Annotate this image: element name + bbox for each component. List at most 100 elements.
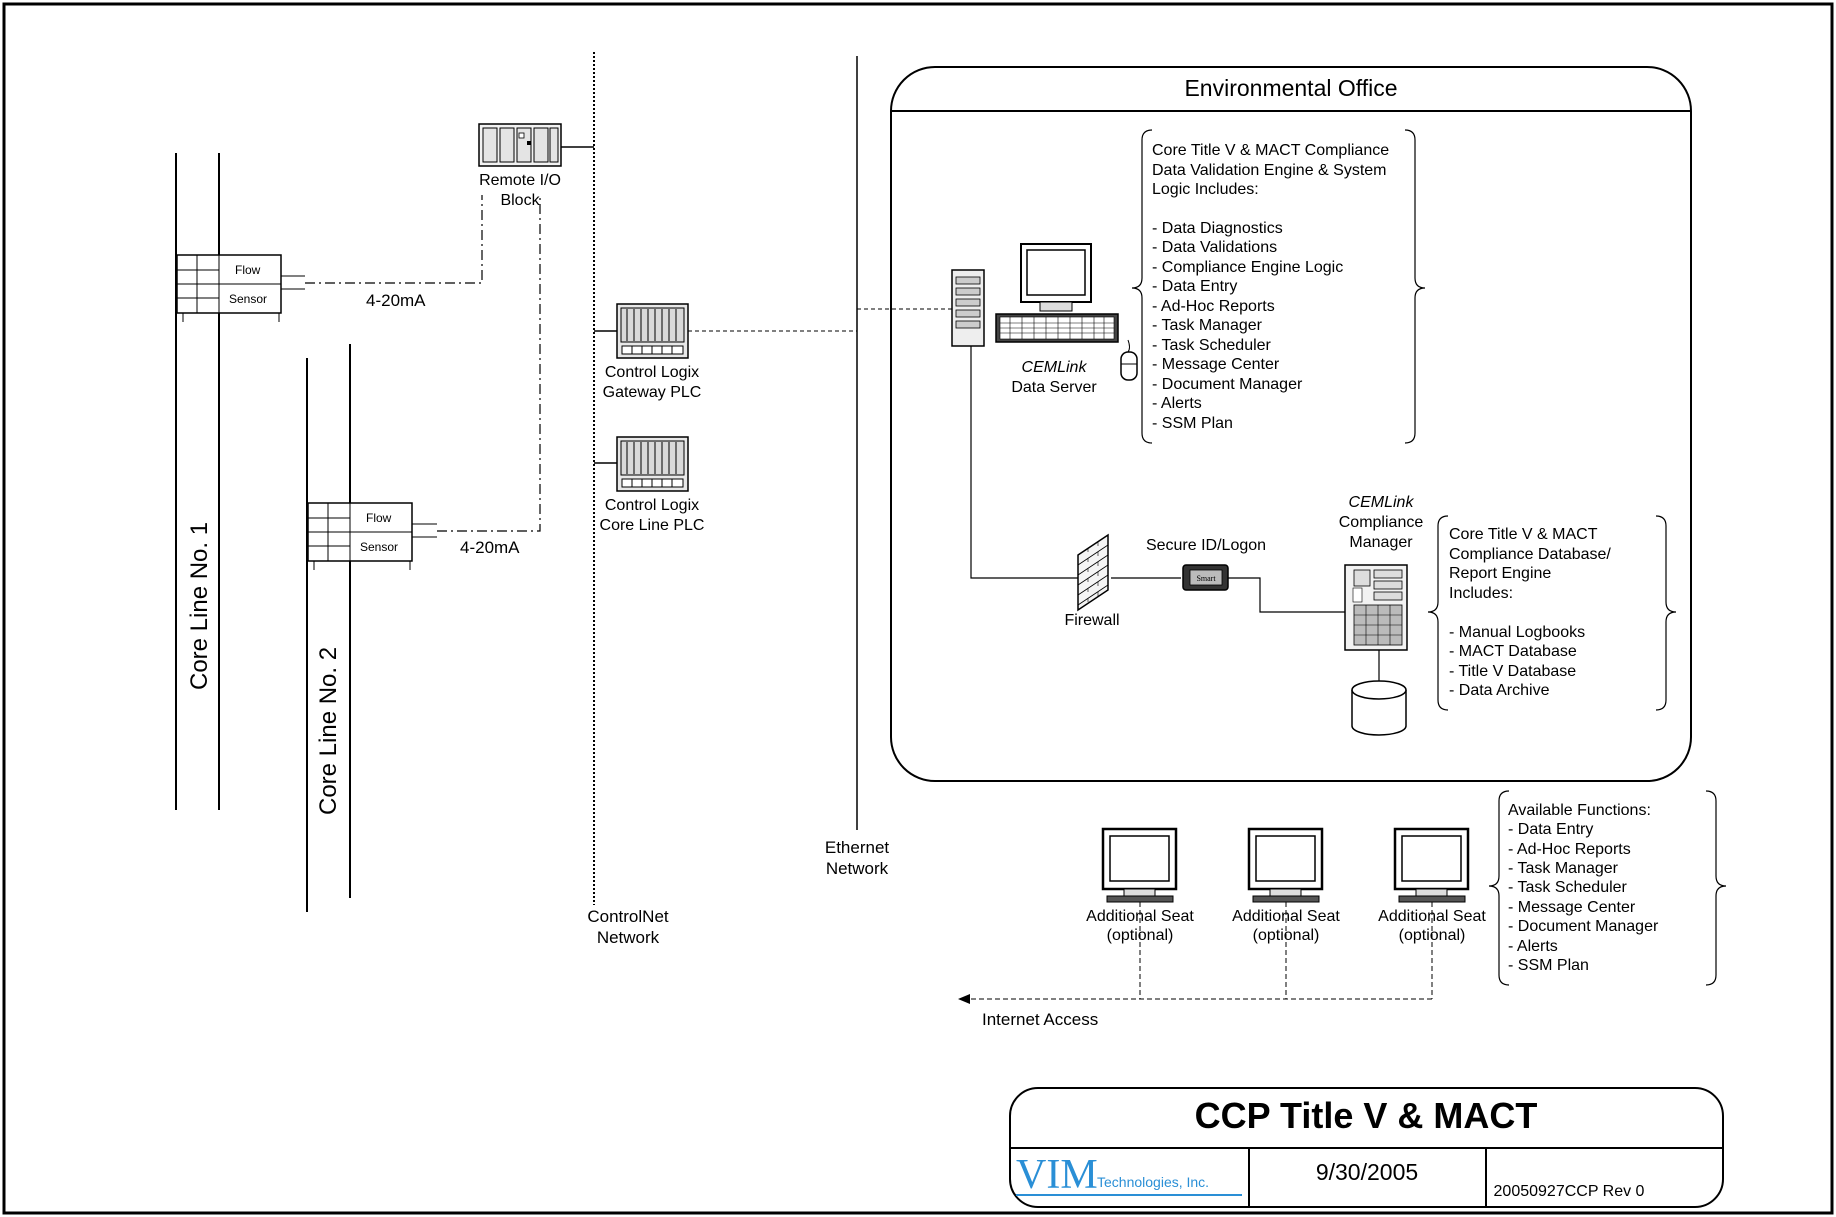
signal-wiring: [305, 195, 541, 532]
manager-feature-line: Compliance Database/: [1449, 546, 1611, 563]
functions-brace: [1488, 790, 1727, 986]
workstation-icon: [995, 243, 1138, 381]
controlnet-label-1: ControlNet: [587, 907, 669, 926]
database-icon: [1351, 680, 1407, 736]
manager-feature-line: - Data Archive: [1449, 682, 1550, 699]
manager-feature-line: Core Title V & MACT: [1449, 526, 1598, 543]
core-line-1-label: Core Line No. 1: [186, 522, 213, 690]
plc-core-icon: [616, 436, 689, 492]
vim-logo: VIM Technologies, Inc.: [1016, 1152, 1242, 1198]
sensor-block-2: Flow Sensor: [307, 502, 437, 570]
function-line: - SSM Plan: [1508, 957, 1589, 974]
server-feature-line: - SSM Plan: [1152, 415, 1233, 432]
ethernet-label-1: Ethernet: [825, 838, 890, 857]
compliance-manager-label-1: Compliance: [1339, 514, 1424, 531]
function-line: Available Functions:: [1508, 802, 1651, 819]
function-line: - Ad-Hoc Reports: [1508, 841, 1631, 858]
seat-label-3: Additional Seat: [1378, 908, 1486, 925]
server-feature-line: - Data Diagnostics: [1152, 220, 1283, 237]
sensor-label-1: Sensor: [229, 292, 267, 306]
manager-tower-icon: [1344, 564, 1408, 651]
signal-label-2: 4-20mA: [460, 538, 520, 557]
plc-core-label-2: Core Line PLC: [600, 517, 705, 534]
internet-wiring: [970, 902, 1433, 1000]
data-server-product: CEMLink: [1022, 359, 1088, 376]
seat-monitor-icon-3: [1393, 827, 1470, 903]
flow-label-1: Flow: [235, 263, 261, 277]
function-line: - Data Entry: [1508, 821, 1593, 838]
firewall-icon: [1077, 533, 1109, 612]
function-line: - Task Scheduler: [1508, 879, 1628, 896]
seat-monitor-icon-1: [1101, 827, 1178, 903]
server-feature-line: - Alerts: [1152, 395, 1202, 412]
server-feature-line: Core Title V & MACT Compliance: [1152, 142, 1389, 159]
vim-logo-company: Technologies, Inc.: [1097, 1174, 1209, 1190]
sensor-block-1: Flow Sensor: [176, 254, 305, 322]
smart-card-icon: Smart: [1182, 564, 1229, 591]
manager-feature-line: Report Engine: [1449, 565, 1551, 582]
server-feature-line: - Compliance Engine Logic: [1152, 259, 1343, 276]
seat-note-1: (optional): [1107, 927, 1174, 944]
function-line: - Message Center: [1508, 899, 1636, 916]
seat-label-1: Additional Seat: [1086, 908, 1194, 925]
data-server-label: Data Server: [1011, 379, 1097, 396]
firewall-label: Firewall: [1064, 612, 1119, 629]
core-line-1: Core Line No. 1: [175, 153, 220, 810]
manager-feature-line: - Title V Database: [1449, 663, 1576, 680]
server-feature-line: - Task Manager: [1152, 317, 1263, 334]
ethernet-label-2: Network: [826, 859, 889, 878]
seat-monitor-icon-2: [1247, 827, 1324, 903]
manager-feature-line: - Manual Logbooks: [1449, 624, 1585, 641]
title-block-date: 9/30/2005: [1316, 1159, 1418, 1185]
server-feature-line: - Message Center: [1152, 356, 1280, 373]
plc-core-label-1: Control Logix: [605, 497, 699, 514]
compliance-manager-label-2: Manager: [1349, 534, 1413, 551]
manager-feature-line: Includes:: [1449, 585, 1513, 602]
server-firewall-link: [970, 346, 1078, 579]
plc-gateway-label-2: Gateway PLC: [603, 384, 702, 401]
flow-label-2: Flow: [366, 511, 392, 525]
function-line: - Document Manager: [1508, 918, 1659, 935]
server-feature-line: - Data Entry: [1152, 278, 1237, 295]
server-feature-line: Logic Includes:: [1152, 181, 1259, 198]
manager-features-list: Core Title V & MACT Compliance Database/…: [1449, 526, 1611, 699]
server-feature-line: Data Validation Engine & System: [1152, 162, 1387, 179]
server-feature-line: - Document Manager: [1152, 376, 1303, 393]
seat-note-3: (optional): [1399, 927, 1466, 944]
manager-feature-line: - MACT Database: [1449, 643, 1577, 660]
internet-arrow-icon: [958, 994, 970, 1004]
plc-gateway-label-1: Control Logix: [605, 364, 699, 381]
signal-label-1: 4-20mA: [366, 291, 426, 310]
remote-io-icon: [478, 123, 562, 167]
secureid-manager-link: [1228, 577, 1345, 613]
server-feature-line: - Data Validations: [1152, 239, 1277, 256]
seat-label-2: Additional Seat: [1232, 908, 1340, 925]
secure-id-label: Secure ID/Logon: [1146, 537, 1266, 554]
manager-features-brace: [1427, 515, 1677, 711]
title-block-doc-id: 20050927CCP Rev 0: [1494, 1183, 1645, 1200]
function-line: - Task Manager: [1508, 860, 1619, 877]
function-line: - Alerts: [1508, 938, 1558, 955]
vim-logo-letters: VIM: [1016, 1152, 1098, 1198]
core-line-2-label: Core Line No. 2: [315, 647, 342, 815]
core-line-2: Core Line No. 2: [306, 344, 351, 912]
compliance-manager-product: CEMLink: [1349, 494, 1415, 511]
sensor-label-2: Sensor: [360, 540, 398, 554]
controlnet-label-2: Network: [597, 928, 660, 947]
server-features-list: Core Title V & MACT Compliance Data Vali…: [1152, 142, 1389, 432]
server-feature-line: - Ad-Hoc Reports: [1152, 298, 1275, 315]
server-features-brace: [1131, 129, 1426, 444]
remote-io-label-2: Block: [500, 192, 540, 209]
remote-io-label-1: Remote I/O: [479, 172, 561, 189]
environmental-office: [890, 66, 1692, 782]
environmental-office-title: Environmental Office: [1184, 75, 1397, 101]
functions-list: Available Functions: - Data Entry - Ad-H…: [1508, 802, 1659, 974]
seat-note-2: (optional): [1253, 927, 1320, 944]
plc-gateway-icon: [616, 303, 689, 359]
title-block-title: CCP Title V & MACT: [1195, 1095, 1538, 1136]
internet-access-label: Internet Access: [982, 1010, 1098, 1029]
server-feature-line: - Task Scheduler: [1152, 337, 1272, 354]
title-block: [1009, 1087, 1724, 1208]
